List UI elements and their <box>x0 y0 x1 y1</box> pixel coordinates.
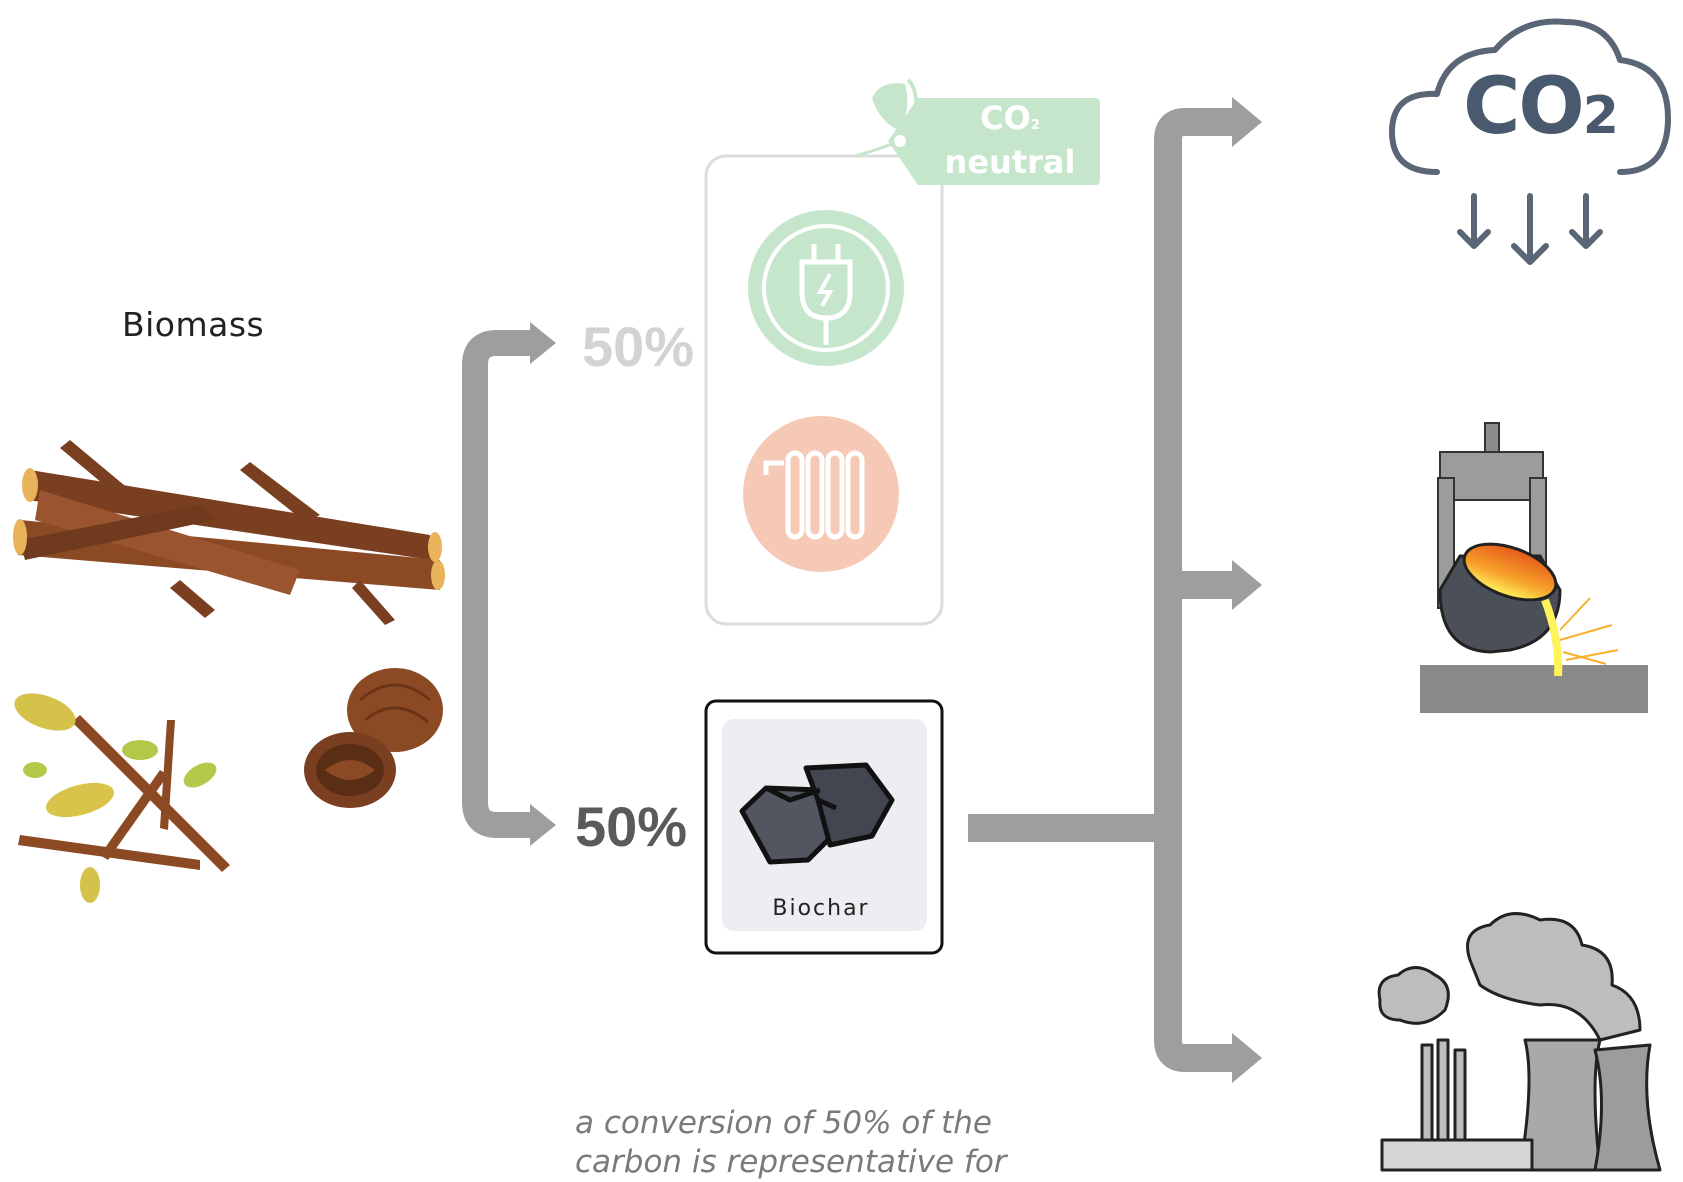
co2-neutral-co2: CO <box>980 99 1031 137</box>
power-plant-icon <box>1379 914 1660 1170</box>
co2-cloud-sub: 2 <box>1583 86 1617 146</box>
distribution-arrows <box>968 122 1232 1058</box>
co2-neutral-sub: 2 <box>1031 118 1040 133</box>
footnote: a conversion of 50% of the carbon is rep… <box>575 1104 1045 1182</box>
percent-top-label: 50% <box>582 314 694 379</box>
biochar-label: Biochar <box>706 896 936 921</box>
heater-icon <box>743 416 899 572</box>
percent-bottom-label: 50% <box>575 794 687 859</box>
plug-icon <box>748 210 904 366</box>
split-arrow <box>475 343 533 825</box>
co2-cloud-text: CO2 <box>1440 62 1640 152</box>
footnote-line-2: carbon is representative for <box>575 1143 1045 1182</box>
leafy-twigs-icon <box>9 686 230 903</box>
wood-logs-icon <box>13 440 445 625</box>
foundry-ladle-icon <box>1420 423 1648 713</box>
nuts-icon <box>304 668 443 808</box>
biomass-label: Biomass <box>122 305 264 344</box>
co2-neutral-word: neutral <box>930 144 1090 180</box>
energy-box <box>706 156 942 624</box>
co2-cloud-co: CO <box>1463 62 1583 152</box>
co2-neutral-tag-text: CO2 neutral <box>930 100 1090 180</box>
footnote-line-1: a conversion of 50% of the <box>575 1104 1045 1143</box>
